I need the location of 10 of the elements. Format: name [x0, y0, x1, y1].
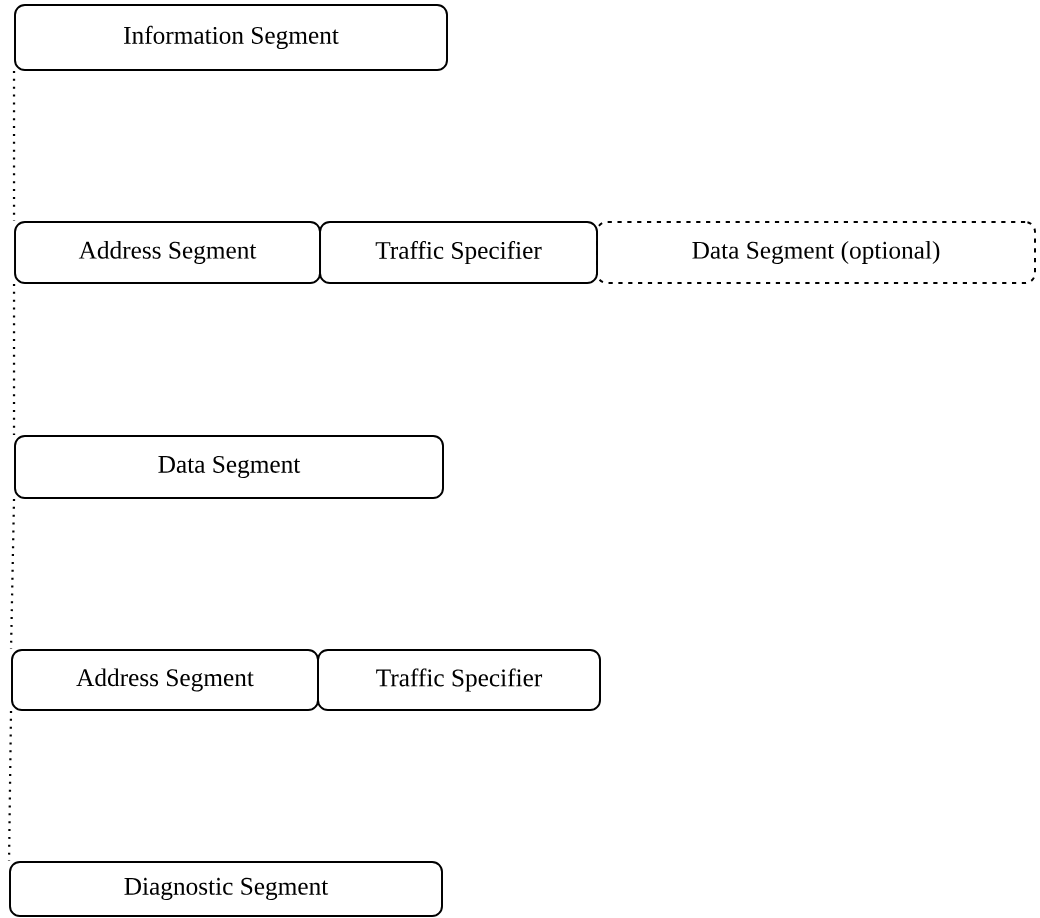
segment-box: Information Segment — [14, 4, 448, 71]
segment-box: Traffic Specifier — [319, 221, 598, 284]
segment-box: Address Segment — [14, 221, 321, 284]
segment-box: Diagnostic Segment — [9, 861, 443, 917]
segment-box: Traffic Specifier — [317, 649, 601, 711]
segment-box: Address Segment — [11, 649, 319, 711]
connector-line — [9, 498, 16, 649]
segment-box: Data Segment — [14, 435, 444, 499]
segment-box: Data Segment (optional) — [596, 221, 1036, 284]
connector-line — [12, 284, 16, 435]
